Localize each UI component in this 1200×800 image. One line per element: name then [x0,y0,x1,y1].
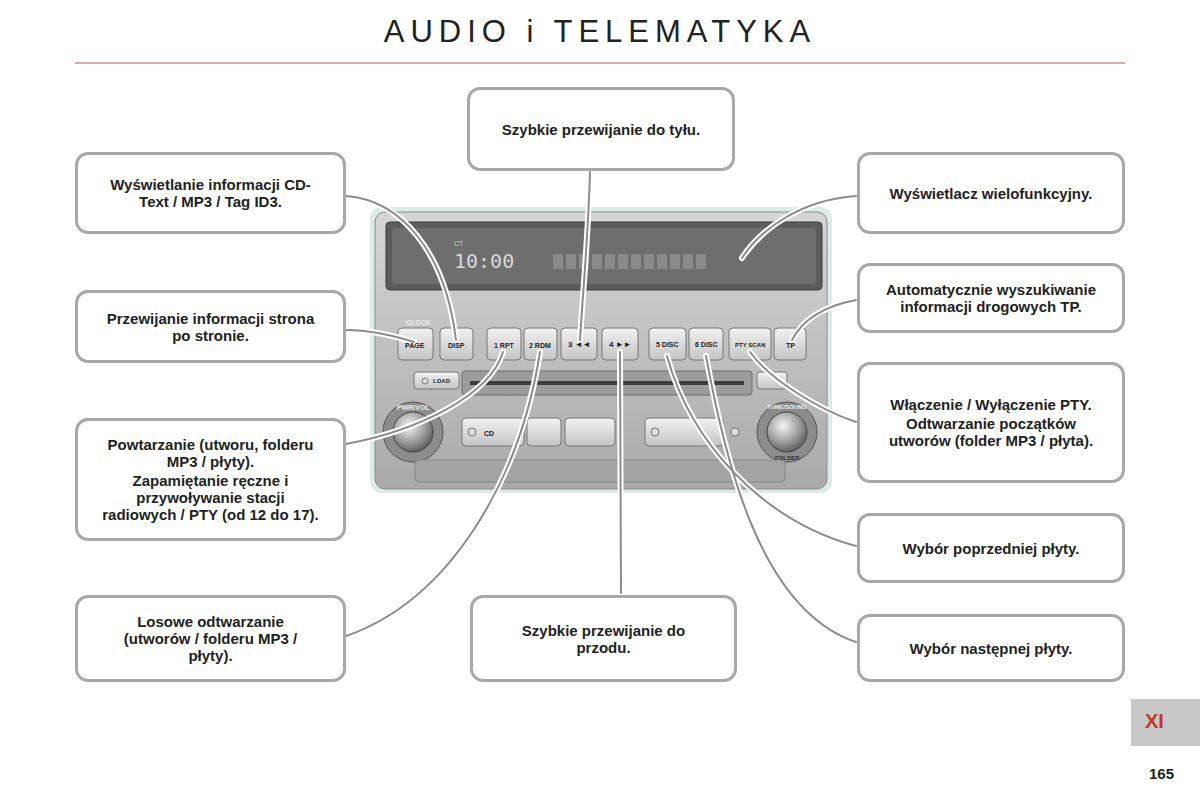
callout-text: Automatycznie wyszukiwanie informacji dr… [872,281,1110,315]
button-label: 5 DISC [656,341,679,348]
button-label: 6 DISC [695,341,718,348]
page-title: AUDIO i TELEMATYKA [0,14,1200,50]
callout-text: Odtwarzanie początków utworów (folder MP… [872,415,1110,449]
title-rule [75,62,1125,63]
button-label: PTY SCAN [735,342,765,348]
callout-text: Losowe odtwarzanie (utworów / folderu MP… [90,613,331,664]
callout-box: Automatycznie wyszukiwanie informacji dr… [857,263,1125,333]
button-label: DISP [448,342,464,349]
callout-box: Wybór następnej płyty. [857,614,1125,682]
callout-box: Szybkie przewijanie do tyłu. [467,87,735,171]
button-label: 2 RDM [529,342,551,349]
leader-lines [346,172,856,642]
callout-text: Włączenie / Wyłączenie PTY. [878,396,1103,413]
callout-box: Przewijanie informacji strona po stronie… [75,290,346,363]
page-number: 165 [1149,766,1174,781]
callout-text: Przewijanie informacji strona po stronie… [90,310,331,344]
knob-label: PWR/VOL [397,404,430,411]
callout-text: Wyświetlacz wielofunkcyjny. [878,185,1105,202]
display-clock: 10:00 [454,251,514,271]
callout-text: Powtarzanie (utworu, folderu MP3 / płyty… [90,436,331,470]
button-label: LOAD [433,378,450,384]
knob-label: FOLDER [775,455,800,461]
knob-label: TUNE/SOUND [767,404,807,410]
button-label: CD [484,430,494,437]
section-tab [1131,699,1200,746]
button-caption: CLOCK [406,319,431,326]
callout-text: Wyświetlanie informacji CD-Text / MP3 / … [90,176,331,210]
callout-box: Powtarzanie (utworu, folderu MP3 / płyty… [75,418,346,541]
callout-box: Wyświetlacz wielofunkcyjny. [857,152,1125,234]
button-label: PAGE [405,342,424,349]
button-label: TP [786,342,795,349]
callout-text: Szybkie przewijanie do przodu. [485,622,722,656]
section-number: XI [1145,711,1164,731]
callout-box: Włączenie / Wyłączenie PTY. Odtwarzanie p… [857,362,1125,483]
button-label: 3 ◄◄ [568,341,591,349]
callout-text: Szybkie przewijanie do tyłu. [490,121,712,138]
callout-box: Wybór poprzedniej płyty. [857,513,1125,583]
callout-text: Zapamiętanie ręczne i przywoływanie stac… [90,472,331,523]
callout-box: Wyświetlanie informacji CD-Text / MP3 / … [75,152,346,234]
radio-unit [370,207,832,493]
button-label: 1 RPT [494,342,514,349]
callout-box: Szybkie przewijanie do przodu. [470,595,737,682]
callout-box: Losowe odtwarzanie (utworów / folderu MP… [75,595,346,682]
display-indicator: CT [454,240,463,247]
callout-text: Wybór następnej płyty. [898,640,1085,657]
callout-text: Wybór poprzedniej płyty. [891,540,1092,557]
button-label: 4 ►► [609,341,632,349]
